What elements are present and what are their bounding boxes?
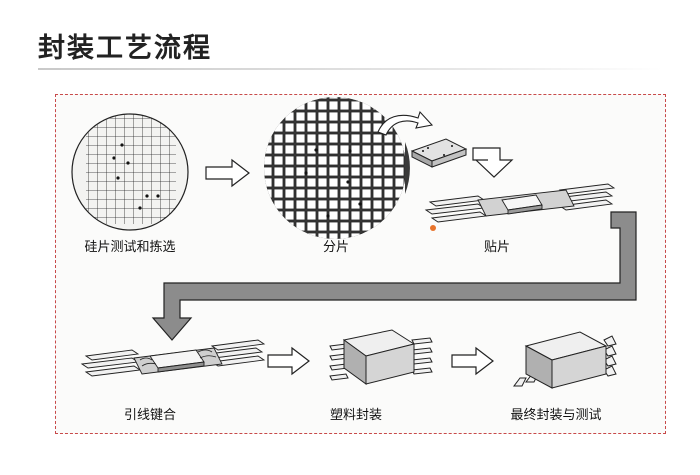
wafer-test-illustration bbox=[71, 113, 189, 231]
title-divider bbox=[38, 68, 662, 70]
step-label-molding: 塑料封装 bbox=[329, 408, 383, 423]
step-label-test-sort: 硅片测试和拣选 bbox=[84, 240, 176, 255]
wire-bond-illustration bbox=[80, 339, 266, 377]
step-label-wire-bond: 引线键合 bbox=[123, 408, 177, 423]
molded-package-illustration bbox=[329, 329, 433, 385]
arrow-mold-to-final bbox=[451, 346, 494, 376]
down-arrow-attach bbox=[472, 147, 514, 178]
arrow-test-to-dicing bbox=[205, 158, 250, 188]
wafer-dicing-illustration bbox=[264, 97, 410, 239]
pick-arrow bbox=[377, 110, 434, 136]
step-label-dicing: 分片 bbox=[322, 240, 350, 255]
page-title: 封装工艺流程 bbox=[38, 33, 212, 64]
final-package-illustration bbox=[513, 331, 617, 389]
die-attach-illustration bbox=[424, 183, 616, 231]
step-label-die-attach: 贴片 bbox=[483, 240, 511, 255]
step-label-final-test: 最终封装与测试 bbox=[510, 408, 602, 423]
arrow-bond-to-mold bbox=[267, 346, 310, 376]
row-connector-arrow bbox=[151, 211, 637, 341]
single-die-illustration bbox=[410, 138, 468, 168]
